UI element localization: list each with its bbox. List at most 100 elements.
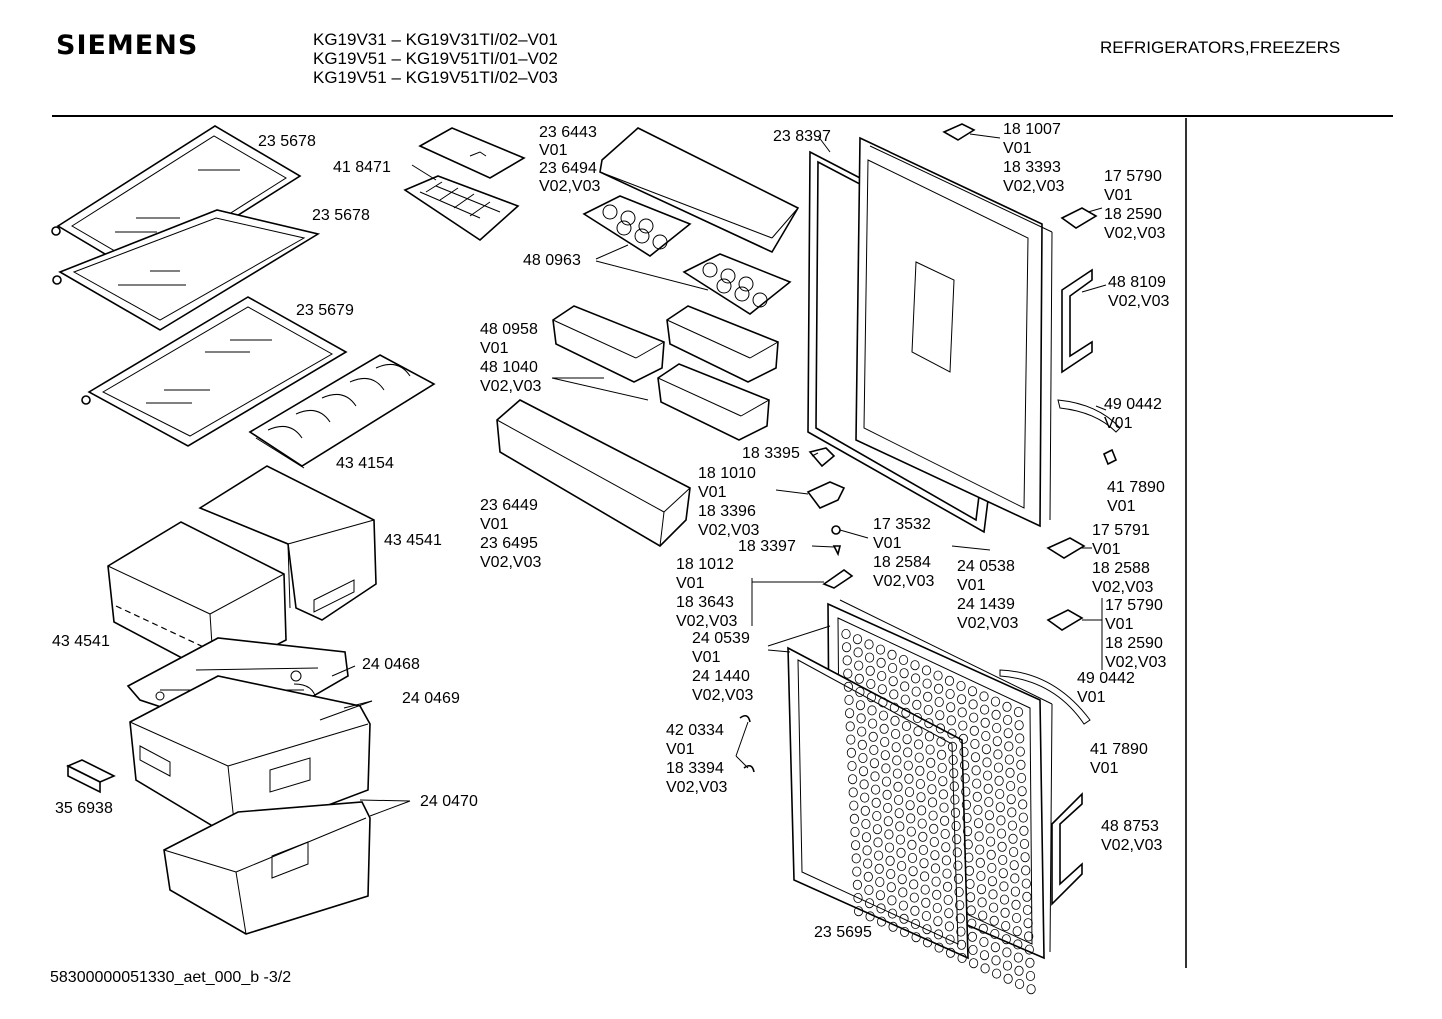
- dimple: [946, 702, 956, 713]
- dimple: [890, 729, 901, 740]
- part-labels: 23 5678 41 8471 23 5678 23 5679 43 4154 …: [52, 121, 1169, 941]
- dimple: [882, 789, 892, 800]
- dimple: [896, 847, 906, 858]
- dimple: [850, 827, 860, 838]
- dimple: [1011, 899, 1021, 910]
- dimple: [1003, 728, 1013, 739]
- label-48-8753: 48 8753 V02,V03: [1101, 818, 1163, 854]
- category-title: REFRIGERATORS,FREEZERS: [1100, 38, 1341, 57]
- dimple: [961, 786, 971, 797]
- dimple: [991, 955, 1001, 966]
- dimple: [856, 713, 866, 724]
- dimple: [866, 679, 876, 690]
- dimple: [992, 723, 1002, 734]
- dimple: [895, 834, 906, 845]
- dimple: [960, 773, 970, 784]
- dimple: [933, 916, 943, 927]
- dimple: [858, 766, 869, 777]
- dimple: [913, 739, 924, 750]
- dimple: [934, 697, 944, 708]
- dimple: [922, 924, 932, 935]
- dimple: [1015, 733, 1025, 744]
- dimple: [926, 771, 936, 782]
- dimple: [1013, 939, 1023, 950]
- dimple: [1008, 833, 1018, 844]
- dimple: [935, 710, 945, 721]
- dimple: [926, 757, 936, 768]
- dimple: [903, 760, 913, 771]
- dimple: [851, 853, 861, 864]
- dimple: [854, 660, 864, 671]
- dimple: [1016, 759, 1026, 770]
- dimple: [939, 815, 950, 826]
- dimple: [984, 797, 994, 808]
- dimple: [939, 802, 949, 813]
- label-43-4541-b: 43 4541: [52, 633, 110, 650]
- dimple: [972, 791, 982, 802]
- dimple: [1014, 965, 1024, 976]
- dimple: [867, 718, 878, 729]
- dimple: [970, 752, 981, 763]
- dimple: [937, 763, 947, 774]
- dimple: [855, 687, 865, 698]
- dimple: [887, 649, 897, 660]
- model-line-3: KG19V51 – KG19V51TI/02–V03: [313, 68, 558, 87]
- dimple: [863, 871, 873, 882]
- dimple: [875, 644, 886, 655]
- dimple: [944, 921, 955, 932]
- dimple: [961, 799, 972, 810]
- dimple: [885, 855, 895, 866]
- dimple: [936, 736, 946, 747]
- label-43-4541-a: 43 4541: [384, 532, 442, 549]
- dimple: [986, 849, 996, 860]
- dimple: [884, 829, 894, 840]
- crisper-box-front: [107, 521, 287, 677]
- drawer-middle: [129, 675, 371, 841]
- dimple: [929, 823, 939, 834]
- dimple: [987, 863, 997, 874]
- dimple: [857, 726, 867, 737]
- dimple: [860, 792, 870, 803]
- dimple: [915, 779, 926, 790]
- dimple: [1004, 754, 1015, 765]
- dimple: [1019, 825, 1029, 836]
- label-23-5678-a: 23 5678: [258, 133, 316, 150]
- dimple: [933, 670, 943, 681]
- label-49-0442-a: 49 0442 V01: [1104, 396, 1166, 432]
- freezer-dimple-pattern: [841, 629, 1036, 995]
- dimple: [869, 745, 879, 756]
- dimple: [843, 681, 854, 692]
- label-23-8397: 23 8397: [773, 128, 831, 145]
- dimple: [1007, 820, 1018, 831]
- dimple: [933, 929, 944, 940]
- dimple: [973, 805, 983, 816]
- label-17-5790-b: 17 5790 V01 18 2590 V02,V03: [1105, 597, 1167, 671]
- dimple: [959, 760, 970, 771]
- dimple: [953, 873, 964, 884]
- dimple: [911, 932, 921, 943]
- dimple: [859, 779, 869, 790]
- dimple: [911, 686, 921, 697]
- dimple: [957, 707, 967, 718]
- dimple: [945, 947, 956, 958]
- dimple: [861, 832, 872, 843]
- dimple: [877, 684, 887, 695]
- dimple: [897, 874, 907, 885]
- label-23-6443: 23 6443 V01 23 6494 V02,V03: [539, 124, 601, 195]
- dimple: [842, 655, 852, 666]
- dimple: [870, 771, 880, 782]
- dimple: [880, 737, 890, 748]
- label-23-5679: 23 5679: [296, 302, 354, 319]
- dimple: [1008, 847, 1019, 858]
- dimple: [876, 903, 886, 914]
- dimple: [956, 926, 966, 937]
- label-35-6938: 35 6938: [55, 800, 113, 817]
- dimple: [949, 781, 959, 792]
- dimple: [846, 734, 856, 745]
- dimple: [854, 673, 864, 684]
- label-18-3397: 18 3397: [738, 538, 796, 555]
- dimple: [865, 665, 875, 676]
- dimple: [864, 639, 874, 650]
- dimple: [849, 800, 859, 811]
